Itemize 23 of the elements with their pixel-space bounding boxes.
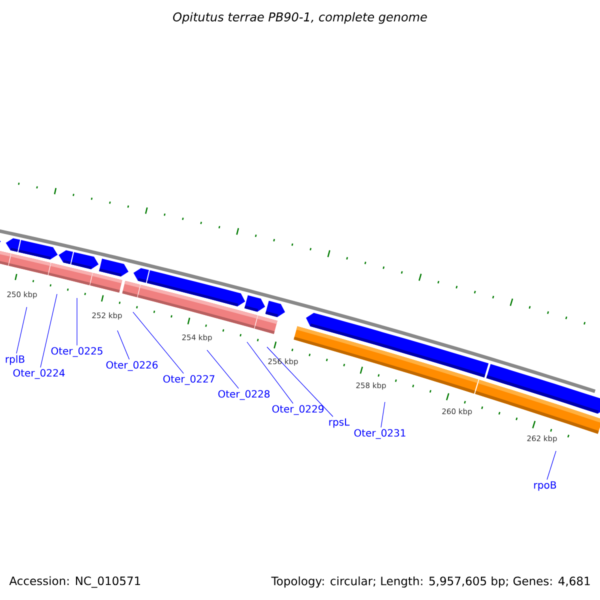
leader-line — [40, 294, 58, 368]
gene-label: Oter_0227 — [163, 375, 214, 385]
leader-line — [266, 346, 334, 417]
leader-line — [546, 450, 556, 480]
leader-line — [16, 306, 28, 354]
gene-label: Oter_0226 — [106, 361, 158, 371]
leader-line — [117, 330, 130, 360]
gene-label: rpsL — [329, 418, 350, 428]
gene-label: Oter_0228 — [218, 390, 270, 400]
leader-line — [206, 350, 239, 389]
leader-line — [132, 312, 184, 374]
leader-line — [380, 402, 386, 428]
footer-text: Topology: circular; Length: 5,957,605 bp; Genes: 4,681 — [271, 576, 590, 588]
gene-label: rplB — [6, 355, 24, 365]
title: Opitutus terrae PB90-1, complete genome — [173, 12, 427, 24]
footer-text: Accession: NC_010571 — [9, 576, 140, 588]
gene-label: rpoB — [534, 481, 556, 491]
gene-label: Oter_0229 — [272, 405, 324, 415]
gene-label: Oter_0231 — [354, 429, 406, 439]
gene-label: Oter_0224 — [13, 369, 65, 379]
leader-line — [76, 298, 78, 346]
gene-label: Oter_0225 — [51, 347, 102, 357]
leader-line — [246, 342, 294, 404]
